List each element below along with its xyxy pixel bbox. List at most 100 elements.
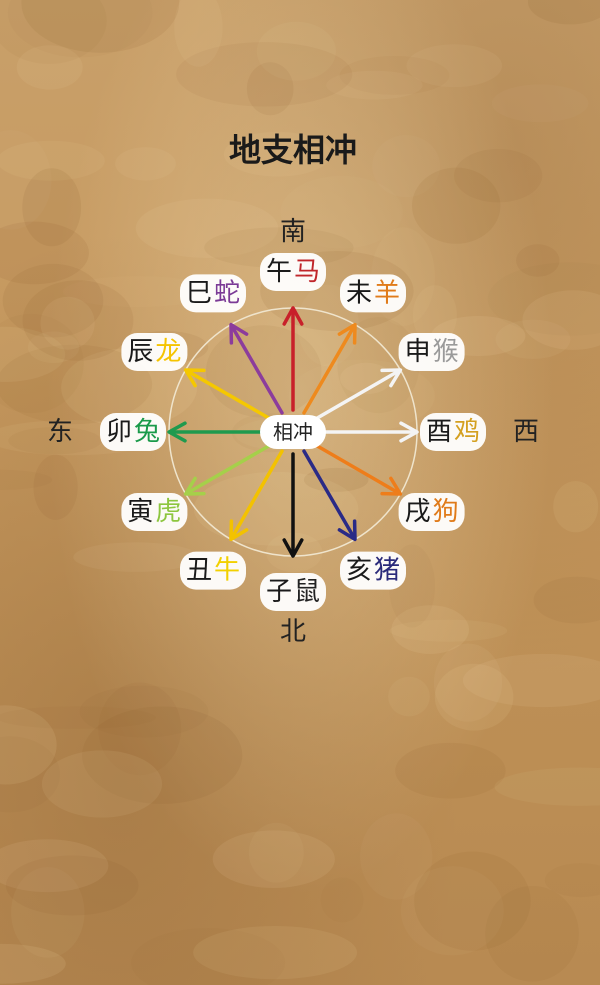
texture-blotch [462,653,600,708]
arrow-head-wei [337,322,357,345]
texture-blotch [360,813,433,900]
branch-label-bg-zi [260,573,326,611]
branch-label-zi: 子鼠 [260,573,326,611]
texture-blotch [491,84,589,123]
branch-label-bg-shen [398,333,465,371]
arrow-shaft-shen [310,370,399,423]
arrow-head-zi [282,538,304,558]
texture-blotch [0,313,84,414]
texture-blotch [7,0,153,58]
texture-blotch [5,855,139,916]
texture-blotch [372,135,441,198]
texture-blotch [516,244,560,277]
texture-blotch [0,839,109,893]
texture-blotch [256,21,336,81]
direction-east: 东 [47,417,73,447]
animal-char-chen: 龙 [155,337,181,367]
texture-blotch [62,276,214,308]
branch-label-si: 巳蛇 [180,274,246,313]
texture-blotch [0,130,52,230]
texture-blotch [22,168,82,247]
texture-blotch [21,0,180,53]
direction-south: 南 [280,217,306,247]
branch-char-xu: 戌 [405,497,431,527]
texture-blotch [246,62,294,116]
direction-west: 西 [513,417,539,447]
branch-label-xu: 戌狗 [398,493,465,531]
arrow-shaft-xu [310,441,399,494]
texture-blotch [454,149,543,203]
branch-label-chou: 丑牛 [180,551,246,590]
animal-char-zi: 鼠 [294,577,320,607]
branch-char-you: 酉 [426,417,452,447]
arrow-shaft-yin [187,441,276,494]
animal-char-wu: 马 [294,257,320,287]
texture-blotch [98,682,182,776]
branch-label-bg-xu [398,493,465,531]
branch-char-chen: 辰 [127,337,153,367]
texture-blotch [340,362,393,395]
branch-char-wu: 午 [266,257,292,287]
texture-blotch [0,0,107,64]
texture-blotch [339,56,450,95]
animal-char-chou: 牛 [214,556,240,586]
arrow-head-you [399,421,419,443]
branch-label-bg-wu [260,253,326,291]
texture-blotch [223,131,332,177]
texture-blotch [115,147,176,181]
texture-blotch [533,576,600,624]
texture-blotch [22,280,134,361]
arrow-shaft-chen [187,370,276,423]
branch-label-you: 酉鸡 [420,413,486,451]
arrow-shaft-wei [302,326,355,415]
texture-blotch [412,285,457,345]
animal-char-yin: 虎 [155,497,181,527]
arrow-head-xu [380,476,403,496]
texture-blotch [16,45,83,90]
texture-blotch [0,469,53,490]
texture-blotch [0,943,66,984]
clash-arrows [167,306,419,558]
texture-blotch [495,319,571,359]
arrow-head-wu [282,306,304,326]
animal-char-si: 蛇 [214,278,240,308]
animal-char-hai: 猪 [374,556,400,586]
texture-blotch [434,663,514,731]
branch-char-zi: 子 [266,577,292,607]
texture-blotch [280,175,403,249]
texture-blotch [193,926,358,980]
texture-blotch [320,877,364,923]
arrow-head-si [229,322,249,345]
animal-char-mao: 兔 [134,417,160,447]
arrow-shaft-chou [231,449,284,538]
texture-blotch [79,685,209,738]
texture-blotch [406,44,503,88]
branch-char-chou: 丑 [186,556,212,586]
texture-blotch [33,454,78,520]
texture-blotch [433,643,503,722]
branch-label-shen: 申猴 [398,333,465,371]
texture-blotch [400,866,504,956]
texture-blotch [8,427,102,455]
branch-char-yin: 寅 [127,497,153,527]
animal-char-xu: 狗 [433,497,459,527]
branch-char-mao: 卯 [106,417,132,447]
texture-blotch [0,326,66,382]
texture-blotch [527,0,600,25]
texture-blotch [494,767,600,806]
texture-blotch [395,742,506,799]
arrow-head-chen [183,368,206,388]
branch-label-bg-hai [340,551,406,590]
arrow-head-chou [229,519,249,542]
texture-blotch [0,705,57,785]
texture-blotch [82,706,243,804]
texture-blotch [0,140,105,181]
texture-blotch [40,296,95,350]
texture-blotch [303,467,369,492]
texture-blotch [485,886,579,982]
texture-blotch [553,481,599,533]
texture-blotch [487,262,600,336]
branch-labels: 午马未羊申猴酉鸡戌狗亥猪子鼠丑牛寅虎卯兔辰龙巳蛇 [100,253,486,611]
texture-blotch [135,198,279,258]
